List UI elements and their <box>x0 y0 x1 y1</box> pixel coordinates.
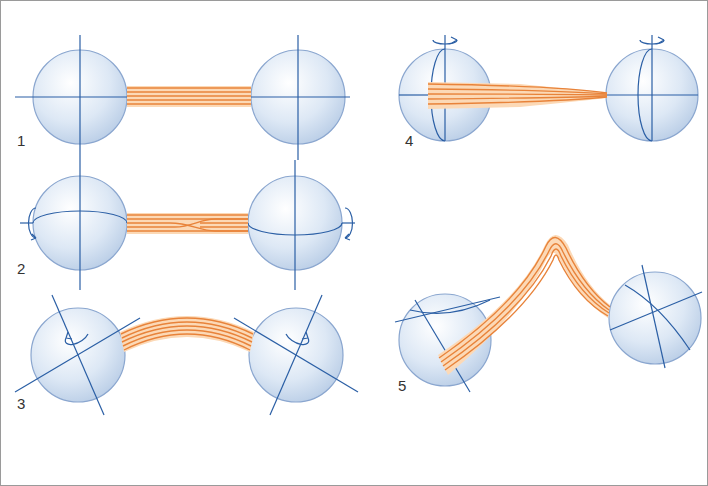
panel-number: 1 <box>17 133 25 148</box>
panel-number: 3 <box>17 396 25 411</box>
panel-number: 2 <box>17 261 25 276</box>
panel-number: 5 <box>398 378 406 393</box>
panel-number: 4 <box>405 133 413 148</box>
